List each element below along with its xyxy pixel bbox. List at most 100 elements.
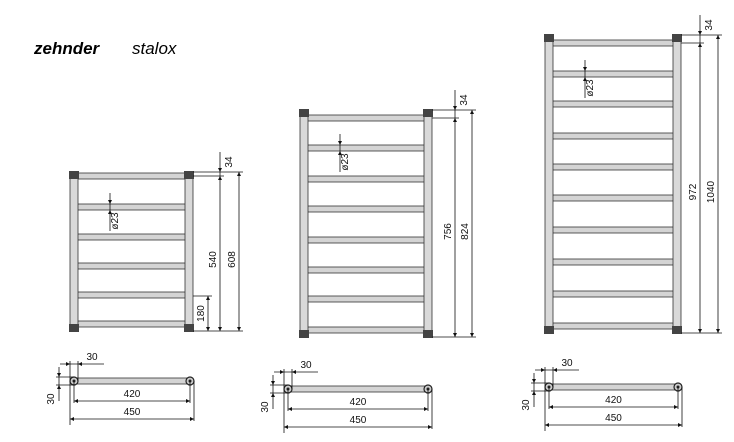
depth-label: 30 (260, 401, 271, 413)
inner-width-label: 420 (605, 395, 622, 406)
heating-bar (305, 144, 427, 152)
end-cap (184, 171, 194, 179)
height-label: 824 (460, 223, 471, 240)
top-offset-label: 34 (459, 94, 470, 106)
arrowhead (108, 210, 112, 214)
offset-label: 30 (561, 358, 573, 369)
inner-width-label: 420 (350, 397, 367, 408)
arrowhead (218, 327, 222, 331)
heating-bar (305, 175, 427, 183)
offset-label: 30 (86, 352, 98, 363)
side-post (672, 34, 682, 334)
arrowhead (338, 141, 342, 145)
arrowhead (186, 399, 190, 403)
arrowhead (338, 151, 342, 155)
side-post (69, 171, 79, 332)
heating-bar (305, 205, 427, 213)
heating-bar (550, 290, 676, 298)
outer-width-label: 450 (605, 413, 622, 424)
arrowhead (284, 425, 288, 429)
heating-bar (550, 100, 676, 108)
arrowhead (57, 373, 61, 377)
side-post (544, 34, 554, 334)
height-label: 1040 (706, 180, 717, 203)
arrowhead (206, 296, 210, 300)
heating-bar (75, 203, 188, 211)
side-post (184, 171, 194, 332)
heating-bar (550, 132, 676, 140)
arrowhead (280, 370, 284, 374)
end-cap (672, 34, 682, 42)
heating-bar (305, 295, 427, 303)
end-cap (299, 330, 309, 338)
arrowhead (271, 393, 275, 397)
top-offset-label: 34 (224, 156, 235, 168)
heating-bar (550, 70, 676, 78)
arrowhead (716, 35, 720, 39)
arrowhead (74, 399, 78, 403)
heating-bar (75, 291, 188, 299)
end-cap (672, 326, 682, 334)
bottom-gap-label: 180 (196, 305, 207, 322)
arrowhead (698, 43, 702, 47)
arrowhead (698, 31, 702, 35)
inner-width-label: 420 (124, 389, 141, 400)
radiator-top-view-3: 30 30 420 450 (521, 358, 683, 431)
arrowhead (70, 417, 74, 421)
end-cap (423, 330, 433, 338)
heating-bar (305, 236, 427, 244)
end-cap (423, 109, 433, 117)
arrowhead (470, 333, 474, 337)
arrowhead (549, 405, 553, 409)
arrowhead (190, 417, 194, 421)
heating-bar (550, 194, 676, 202)
arrowhead (453, 106, 457, 110)
arrowhead (237, 327, 241, 331)
heating-bar (305, 326, 427, 334)
end-cap (69, 324, 79, 332)
arrowhead (66, 362, 70, 366)
end-cap (299, 109, 309, 117)
tube-diameter-label: ø23 (585, 79, 596, 97)
offset-label: 30 (300, 360, 312, 371)
arrowhead (532, 379, 536, 383)
top-bar (287, 385, 429, 393)
arrowhead (237, 172, 241, 176)
heating-bar (550, 258, 676, 266)
heating-bar (550, 322, 676, 330)
height-label: 608 (227, 251, 238, 268)
heating-bar (550, 163, 676, 171)
arrowhead (292, 370, 296, 374)
arrowhead (583, 67, 587, 71)
heating-bar (305, 114, 427, 122)
arrowhead (271, 381, 275, 385)
outer-width-label: 450 (124, 407, 141, 418)
arrowhead (545, 423, 549, 427)
end-cap (544, 34, 554, 42)
arrowhead (674, 405, 678, 409)
end-cap (544, 326, 554, 334)
arrowhead (541, 368, 545, 372)
top-bar (548, 383, 679, 391)
arrowhead (424, 407, 428, 411)
depth-label: 30 (521, 399, 532, 411)
arrowhead (532, 391, 536, 395)
heating-bar (75, 172, 188, 180)
arrowhead (78, 362, 82, 366)
arrowhead (583, 77, 587, 81)
top-offset-label: 34 (704, 19, 715, 31)
arrowhead (470, 110, 474, 114)
side-post (423, 109, 433, 338)
bar-span-label: 756 (443, 223, 454, 240)
heating-bar (305, 266, 427, 274)
arrowhead (108, 200, 112, 204)
arrowhead (453, 333, 457, 337)
arrowhead (218, 176, 222, 180)
end-cap (69, 171, 79, 179)
top-bar (73, 377, 191, 385)
arrowhead (453, 118, 457, 122)
heating-bar (75, 233, 188, 241)
